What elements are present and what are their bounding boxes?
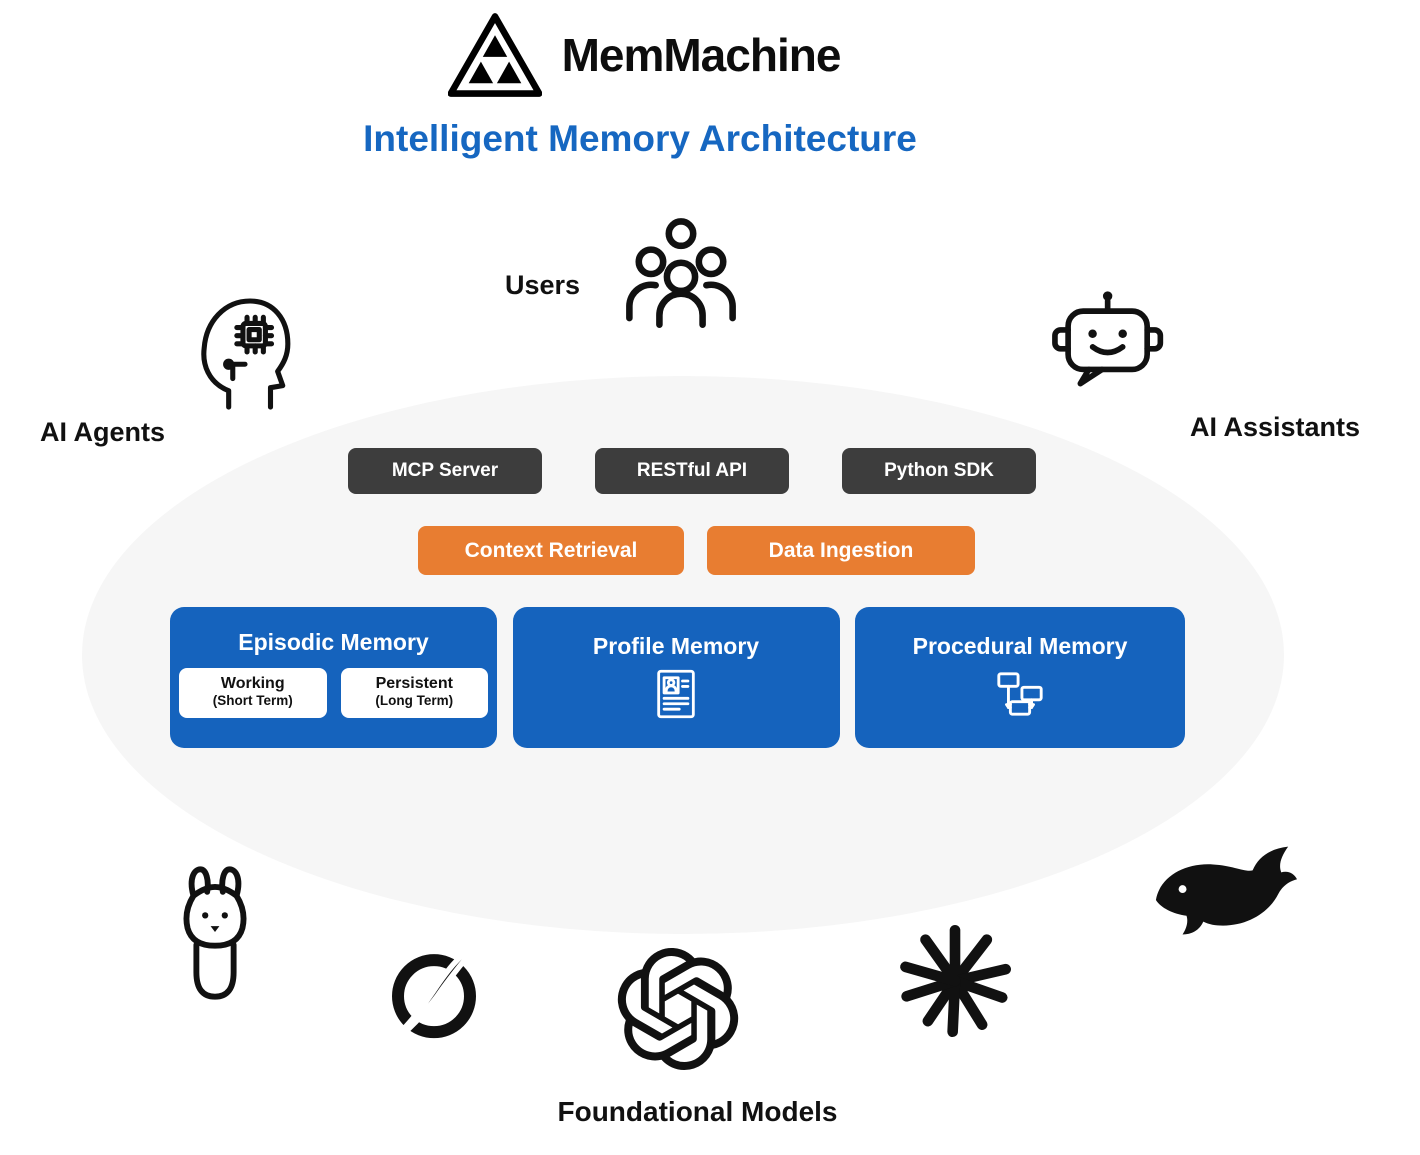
ai-assistants-label: AI Assistants <box>1190 412 1361 442</box>
profile-document-icon <box>657 669 695 719</box>
persistent-memory-name: Persistent <box>375 675 453 692</box>
persistent-memory-term: (Long Term) <box>375 693 454 709</box>
data-ingestion-node: Data Ingestion <box>707 526 975 575</box>
python-sdk-node: Python SDK <box>842 448 1036 494</box>
episodic-memory-title: Episodic Memory <box>238 629 429 655</box>
ai-agents-label: AI Agents <box>40 417 166 447</box>
working-memory-term: (Short Term) <box>212 693 293 709</box>
robot-chat-icon <box>1052 291 1164 387</box>
context-retrieval-node: Context Retrieval <box>418 526 684 575</box>
episodic-memory-card: Episodic Memory Working (Short Term) Per… <box>170 607 497 748</box>
procedural-memory-icon-wrap <box>855 668 1185 720</box>
procedural-memory-title: Procedural Memory <box>912 633 1128 659</box>
procedural-memory-card: Procedural Memory <box>855 607 1185 748</box>
restful-api-node: RESTful API <box>595 448 789 494</box>
brand-header: MemMachine <box>0 10 1354 100</box>
whale-logo <box>1155 846 1298 935</box>
operations-row: Context Retrieval Data Ingestion <box>418 526 975 575</box>
llama-logo <box>183 866 247 1000</box>
users-group-icon <box>626 218 736 328</box>
openai-logo <box>617 948 739 1070</box>
flowchart-icon <box>997 672 1043 716</box>
memory-cards-row: Episodic Memory Working (Short Term) Per… <box>170 607 1185 748</box>
profile-memory-icon-wrap <box>513 668 840 720</box>
diagram-title: Intelligent Memory Architecture <box>363 118 917 159</box>
working-memory-name: Working <box>220 675 285 692</box>
episodic-sub-row: Working (Short Term) Persistent (Long Te… <box>170 656 497 718</box>
interfaces-row: MCP Server RESTful API Python SDK <box>348 448 1036 494</box>
starburst-logo <box>900 924 1012 1038</box>
profile-memory-title: Profile Memory <box>592 633 760 659</box>
foundational-models-label: Foundational Models <box>557 1096 838 1127</box>
ai-head-circuit-icon <box>201 298 291 410</box>
users-label: Users <box>505 270 581 300</box>
memmachine-logo-icon <box>447 13 542 97</box>
working-memory-box: Working (Short Term) <box>179 668 327 718</box>
persistent-memory-box: Persistent (Long Term) <box>340 668 488 718</box>
brand-name: MemMachine <box>561 29 842 81</box>
profile-memory-card: Profile Memory <box>512 607 840 748</box>
compass-logo <box>380 935 486 1053</box>
mcp-server-node: MCP Server <box>348 448 542 494</box>
